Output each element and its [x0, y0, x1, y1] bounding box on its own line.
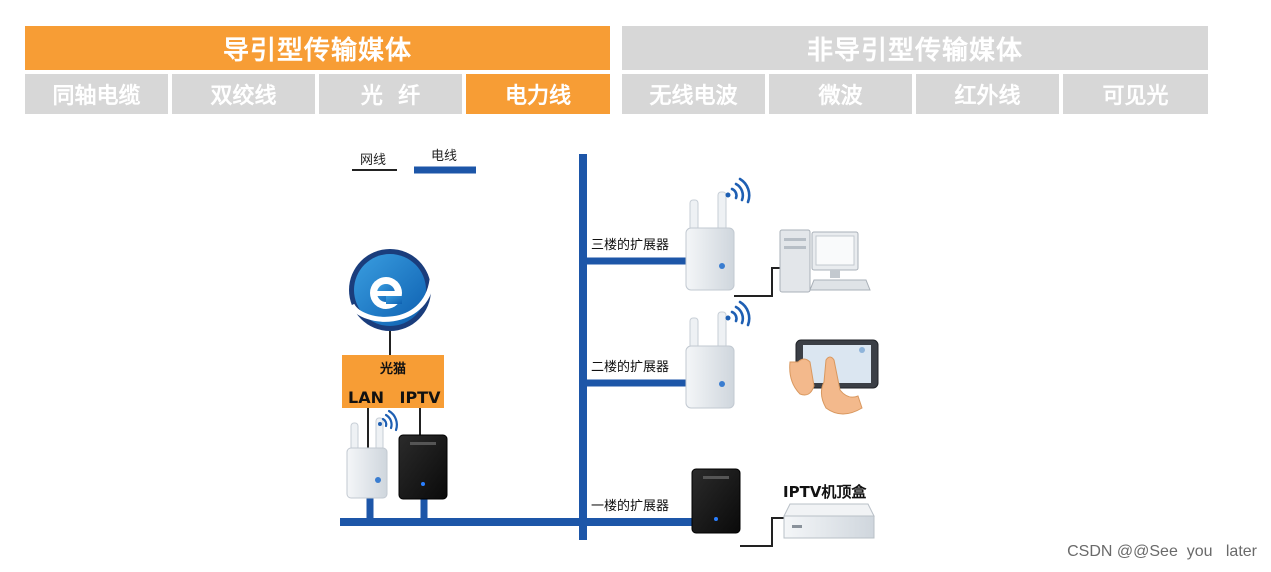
- optical-modem: 光猫 LAN IPTV: [342, 355, 444, 408]
- cell-radio-wave-label: 无线电波: [649, 84, 738, 109]
- first-floor-network-cable: [740, 517, 790, 547]
- internet-globe-icon: [349, 249, 435, 331]
- legend-network-cable-label: 网线: [360, 153, 386, 168]
- legend: 网线 电线: [352, 149, 476, 174]
- cell-infrared: 红外线: [916, 74, 1059, 114]
- cell-infrared-label: 红外线: [954, 84, 1021, 109]
- wifi-signal-icon: [378, 409, 398, 432]
- iptv-set-top-box-icon: [783, 503, 875, 539]
- cell-radio-wave: 无线电波: [622, 74, 765, 114]
- unguided-media-title: 非导引型传输媒体: [806, 35, 1023, 66]
- modem-port-lan: LAN: [348, 388, 384, 407]
- third-floor-wifi-extender-icon: [685, 191, 735, 291]
- cell-microwave: 微波: [769, 74, 912, 114]
- cell-twisted-pair: 双绞线: [172, 74, 315, 114]
- wifi-powerline-adapter-icon: [346, 408, 388, 499]
- iptv-powerline-adapter-icon: [398, 408, 448, 500]
- unguided-media-header: 非导引型传输媒体: [622, 26, 1208, 70]
- cell-microwave-label: 微波: [818, 84, 863, 109]
- cell-visible-light: 可见光: [1063, 74, 1208, 114]
- second-floor-extender-label: 二楼的扩展器: [591, 359, 669, 375]
- cell-power-line: 电力线: [466, 74, 610, 114]
- iptv-box-label: IPTV机顶盒: [783, 483, 867, 501]
- cell-power-line-label: 电力线: [504, 84, 571, 109]
- first-floor-powerline-adapter-icon: [691, 468, 741, 534]
- legend-power-line-label: 电线: [431, 149, 457, 164]
- watermark: CSDN @@See you later: [1067, 543, 1257, 560]
- third-floor-wifi-signal-icon: [725, 177, 751, 204]
- cell-visible-light-label: 可见光: [1102, 84, 1169, 109]
- modem-port-iptv: IPTV: [400, 388, 442, 407]
- modem-title: 光猫: [379, 361, 406, 377]
- desktop-computer-icon: [779, 229, 871, 293]
- guided-media-header: 导引型传输媒体: [25, 26, 610, 70]
- first-floor-extender-label: 一楼的扩展器: [591, 498, 669, 514]
- cell-optical-fiber-label: 光 纤: [360, 84, 421, 109]
- second-floor-wifi-signal-icon: [725, 300, 751, 327]
- cell-coaxial-label: 同轴电缆: [52, 84, 141, 109]
- guided-media-title: 导引型传输媒体: [222, 35, 412, 66]
- cell-twisted-pair-label: 双绞线: [210, 84, 277, 109]
- cell-coaxial: 同轴电缆: [25, 74, 168, 114]
- power-lines: [340, 154, 692, 540]
- cell-optical-fiber: 光 纤: [319, 74, 462, 114]
- third-floor-extender-label: 三楼的扩展器: [591, 237, 669, 253]
- tablet-with-hands-icon: [789, 339, 879, 415]
- second-floor-wifi-extender-icon: [685, 311, 735, 409]
